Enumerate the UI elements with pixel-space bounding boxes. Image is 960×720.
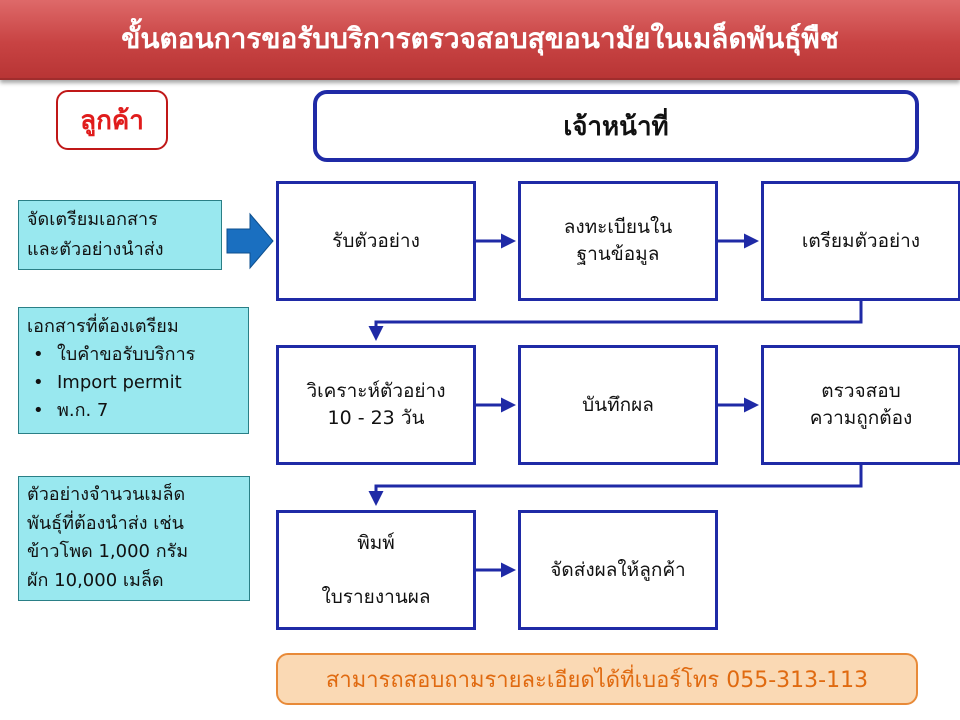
- page-title: ขั้นตอนการขอรับบริการตรวจสอบสุขอนามัยในเ…: [121, 22, 839, 55]
- customer-lane-label: ลูกค้า: [80, 105, 144, 136]
- documents-note: เอกสารที่ต้องเตรียม ใบคำขอรับบริการ Impo…: [18, 307, 249, 434]
- title-banner: ขั้นตอนการขอรับบริการตรวจสอบสุขอนามัยในเ…: [0, 0, 960, 80]
- documents-list: ใบคำขอรับบริการ Import permit พ.ก. 7: [27, 341, 240, 425]
- arrow-s6-s7: [368, 465, 863, 506]
- step-verify-accuracy: ตรวจสอบ ความถูกต้อง: [761, 345, 960, 465]
- step-analyze-sample: วิเคราะห์ตัวอย่าง 10 - 23 วัน: [276, 345, 476, 465]
- arrow-s3-s4: [368, 301, 863, 341]
- prepare-note: จัดเตรียมเอกสาร และตัวอย่างนำส่ง: [18, 200, 222, 270]
- documents-list-item: พ.ก. 7: [27, 397, 240, 425]
- step-prepare-sample: เตรียมตัวอย่าง: [761, 181, 960, 301]
- customer-lane-header: ลูกค้า: [56, 90, 168, 150]
- step-receive-sample: รับตัวอย่าง: [276, 181, 476, 301]
- documents-list-item: Import permit: [27, 369, 240, 397]
- sample-amount-note: ตัวอย่างจำนวนเมล็ด พันธุ์ที่ต้องนำส่ง เช…: [18, 476, 250, 601]
- step-print-report: พิมพ์ ใบรายงานผล: [276, 510, 476, 630]
- step-record-result: บันทึกผล: [518, 345, 718, 465]
- officer-lane-label: เจ้าหน้าที่: [563, 111, 669, 142]
- entry-arrow-icon: [226, 212, 274, 270]
- contact-footer: สามารถสอบถามรายละเอียดได้ที่เบอร์โทร 055…: [276, 653, 918, 705]
- contact-text: สามารถสอบถามรายละเอียดได้ที่เบอร์โทร 055…: [325, 667, 869, 693]
- documents-list-item: ใบคำขอรับบริการ: [27, 341, 240, 369]
- step-register-database: ลงทะเบียนใน ฐานข้อมูล: [518, 181, 718, 301]
- documents-heading: เอกสารที่ต้องเตรียม: [27, 316, 179, 337]
- step-send-result: จัดส่งผลให้ลูกค้า: [518, 510, 718, 630]
- officer-lane-header: เจ้าหน้าที่: [313, 90, 919, 162]
